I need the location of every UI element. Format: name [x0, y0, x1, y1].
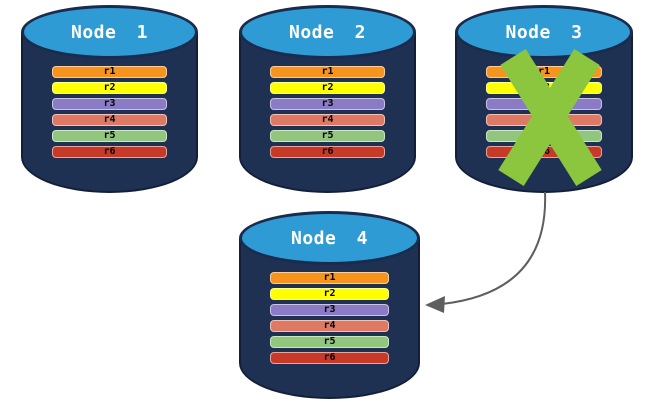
node-2-row-stack: r1 r2 r3 r4 r5 r6 [270, 66, 385, 158]
replication-arrow-head [425, 296, 445, 313]
node-1-cylinder: Node 1 r1 r2 r3 r4 r5 r6 [21, 5, 198, 193]
row-label: r5 [537, 130, 551, 141]
node-2-cylinder: Node 2 r1 r2 r3 r4 r5 r6 [239, 5, 416, 193]
row-label: r5 [321, 130, 334, 141]
node-3-label: Node 3 [505, 21, 583, 43]
replication-arrow [425, 191, 547, 313]
node-1-row-r3: r3 [52, 98, 167, 110]
node-3-cylinder: Node 3 r1 r2 r3 r4 r5 r6 [455, 5, 633, 193]
node-4-row-stack: r1 r2 r3 r4 r5 r6 [270, 272, 389, 364]
row-label: r5 [103, 130, 116, 141]
node-4-row-r4: r4 [270, 320, 389, 332]
node-3-row-r4: r4 [486, 114, 602, 126]
row-label: r1 [537, 66, 551, 77]
node-3-row-r3: r3 [486, 98, 602, 110]
node-3-row-r2: r2 [486, 82, 602, 94]
replication-arrow-line [441, 191, 547, 305]
node-2-row-r5: r5 [270, 130, 385, 142]
row-label: r6 [537, 146, 551, 157]
row-label: r6 [323, 352, 336, 363]
row-label: r1 [323, 272, 336, 283]
node-3-row-r6: r6 [486, 146, 602, 158]
node-3-cylinder-top: Node 3 [455, 5, 633, 59]
node-2-label: Node 2 [288, 21, 367, 43]
row-label: r4 [323, 320, 336, 331]
node-2-row-r4: r4 [270, 114, 385, 126]
node-4-row-r6: r6 [270, 352, 389, 364]
row-label: r2 [323, 288, 336, 299]
node-3-row-r5: r5 [486, 130, 602, 142]
node-2-row-r1: r1 [270, 66, 385, 78]
row-label: r3 [537, 98, 551, 109]
row-label: r4 [103, 114, 116, 125]
node-4-row-r3: r3 [270, 304, 389, 316]
row-label: r6 [321, 146, 334, 157]
row-label: r5 [323, 336, 336, 347]
node-4-label: Node 4 [290, 227, 369, 249]
node-3-row-r1: r1 [486, 66, 602, 78]
row-label: r3 [323, 304, 336, 315]
node-4-cylinder-top: Node 4 [239, 211, 420, 265]
row-label: r4 [321, 114, 334, 125]
node-1-row-stack: r1 r2 r3 r4 r5 r6 [52, 66, 167, 158]
node-1-row-r6: r6 [52, 146, 167, 158]
row-label: r2 [537, 82, 551, 93]
node-2-row-r3: r3 [270, 98, 385, 110]
node-1-cylinder-top: Node 1 [21, 5, 198, 59]
node-4-row-r2: r2 [270, 288, 389, 300]
row-label: r3 [321, 98, 334, 109]
node-4-row-r1: r1 [270, 272, 389, 284]
node-4-cylinder: Node 4 r1 r2 r3 r4 r5 r6 [239, 211, 420, 399]
row-label: r4 [537, 114, 551, 125]
node-2-row-r6: r6 [270, 146, 385, 158]
node-1-label: Node 1 [70, 21, 149, 43]
node-3-row-stack: r1 r2 r3 r4 r5 r6 [486, 66, 602, 158]
row-label: r6 [103, 146, 116, 157]
row-label: r1 [321, 66, 334, 77]
node-2-cylinder-top: Node 2 [239, 5, 416, 59]
node-1-row-r4: r4 [52, 114, 167, 126]
row-label: r3 [103, 98, 116, 109]
node-1-row-r2: r2 [52, 82, 167, 94]
node-1-row-r5: r5 [52, 130, 167, 142]
row-label: r1 [103, 66, 116, 77]
row-label: r2 [103, 82, 116, 93]
node-4-cylinder-body [239, 238, 420, 399]
node-1-row-r1: r1 [52, 66, 167, 78]
node-2-row-r2: r2 [270, 82, 385, 94]
row-label: r2 [321, 82, 334, 93]
node-4-row-r5: r5 [270, 336, 389, 348]
